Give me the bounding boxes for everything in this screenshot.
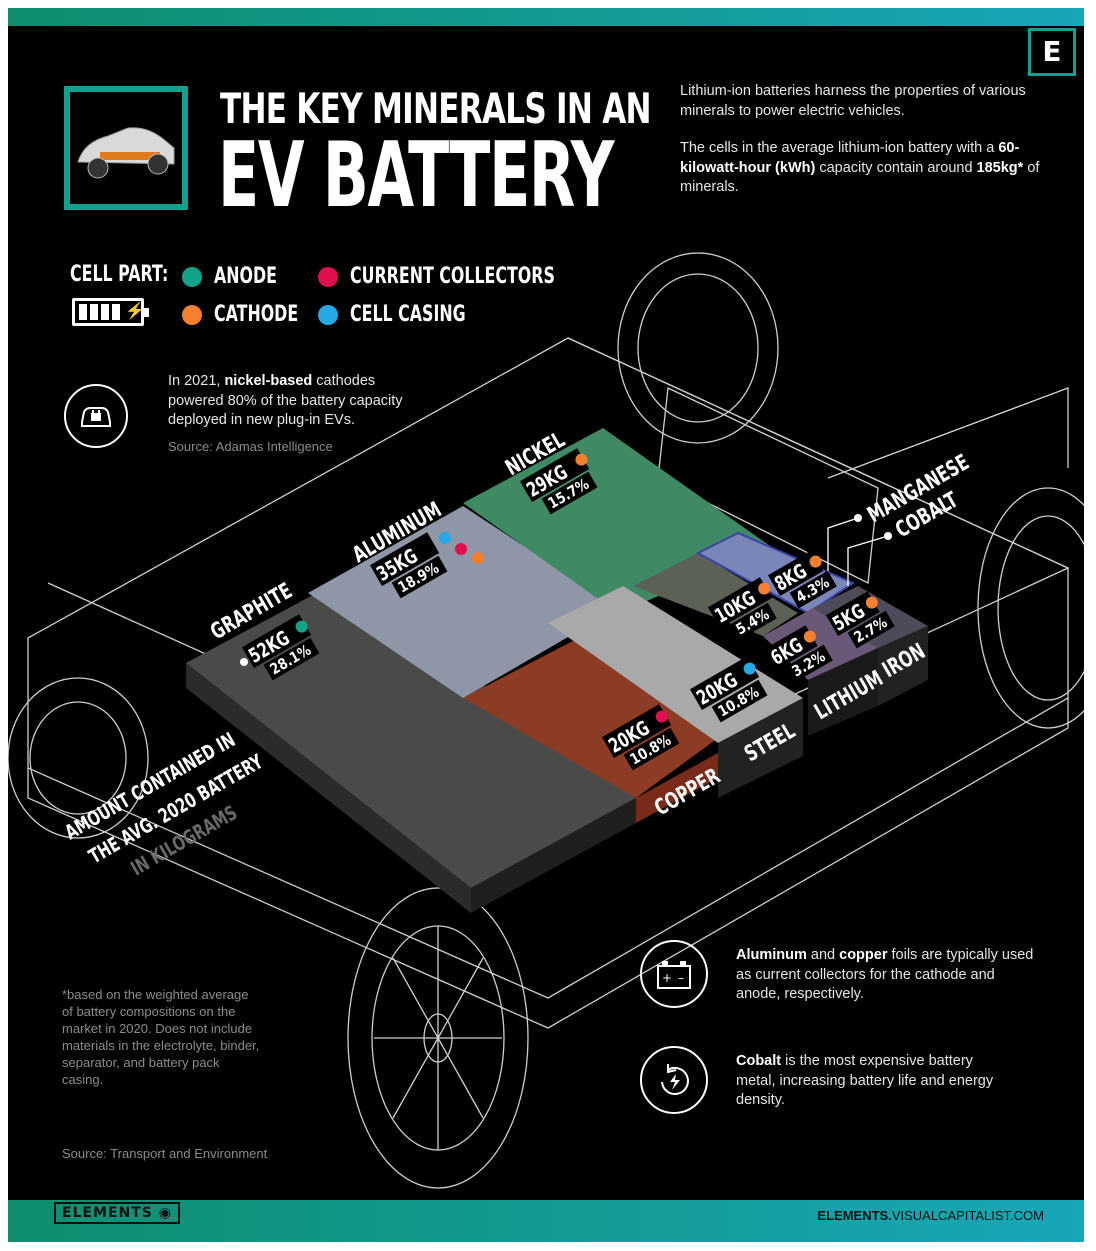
car-thumbnail [64,86,188,210]
battery-illustration: GRAPHITE ALUMINUM NICKEL COPPER STEEL MA… [8,252,1084,1189]
source-note: Source: Transport and Environment [62,1146,268,1161]
recharge-cycle-icon [640,1046,708,1114]
current-collectors-dot-icon [318,266,338,287]
cell-casing-dot-icon [318,304,338,325]
page-title-line2: EV BATTERY [218,123,614,228]
value-manganese: 10KG 5.4% [708,577,777,641]
legend-item-anode: ANODE [182,264,301,289]
battery-terminal-icon: + – [640,940,708,1008]
battery-icon: ⚡ [72,298,149,326]
svg-text:+: + [662,971,672,985]
car-icon [77,127,175,179]
fact-nickel: In 2021, nickel-based cathodes powered 8… [168,372,428,456]
plug-car-icon [64,384,128,448]
top-accent-bar [8,8,1084,26]
anode-dot-icon [182,266,202,287]
axis-note: AMOUNT CONTAINED IN THE AVG. 2020 BATTER… [61,729,267,881]
svg-text:–: – [678,971,684,985]
page-title-line1: THE KEY MINERALS IN AN [220,84,652,133]
intro-paragraph-1: Lithium-ion batteries harness the proper… [680,83,1026,119]
legend-title: CELL PART: [70,262,169,287]
intro-text: Lithium-ion batteries harness the proper… [680,82,1050,216]
intro-paragraph-2: The cells in the average lithium-ion bat… [680,140,1040,195]
legend-item-cell-casing: CELL CASING [318,302,511,327]
footnote: *based on the weighted average of batter… [62,987,260,1087]
legend-item-cathode: CATHODE [182,302,331,327]
elements-brand: ELEMENTS ◉ [54,1202,180,1224]
lithium-block [763,608,878,680]
cathode-dot-icon [182,304,202,325]
infographic: E [8,8,1084,1242]
fact-cobalt: Cobalt is the most expensive battery met… [736,1053,994,1108]
site-url[interactable]: ELEMENTS.VISUALCAPITALIST.COM [817,1208,1044,1223]
legend-item-current-collectors: CURRENT COLLECTORS [318,264,635,289]
fact-foils: Aluminum and copper foils are typically … [736,947,1034,1002]
aluminum-block [308,506,618,698]
bottom-accent-bar [8,1200,1084,1242]
fact-nickel-source: Source: Adamas Intelligence [168,438,333,454]
elements-logo: E [1028,28,1076,76]
